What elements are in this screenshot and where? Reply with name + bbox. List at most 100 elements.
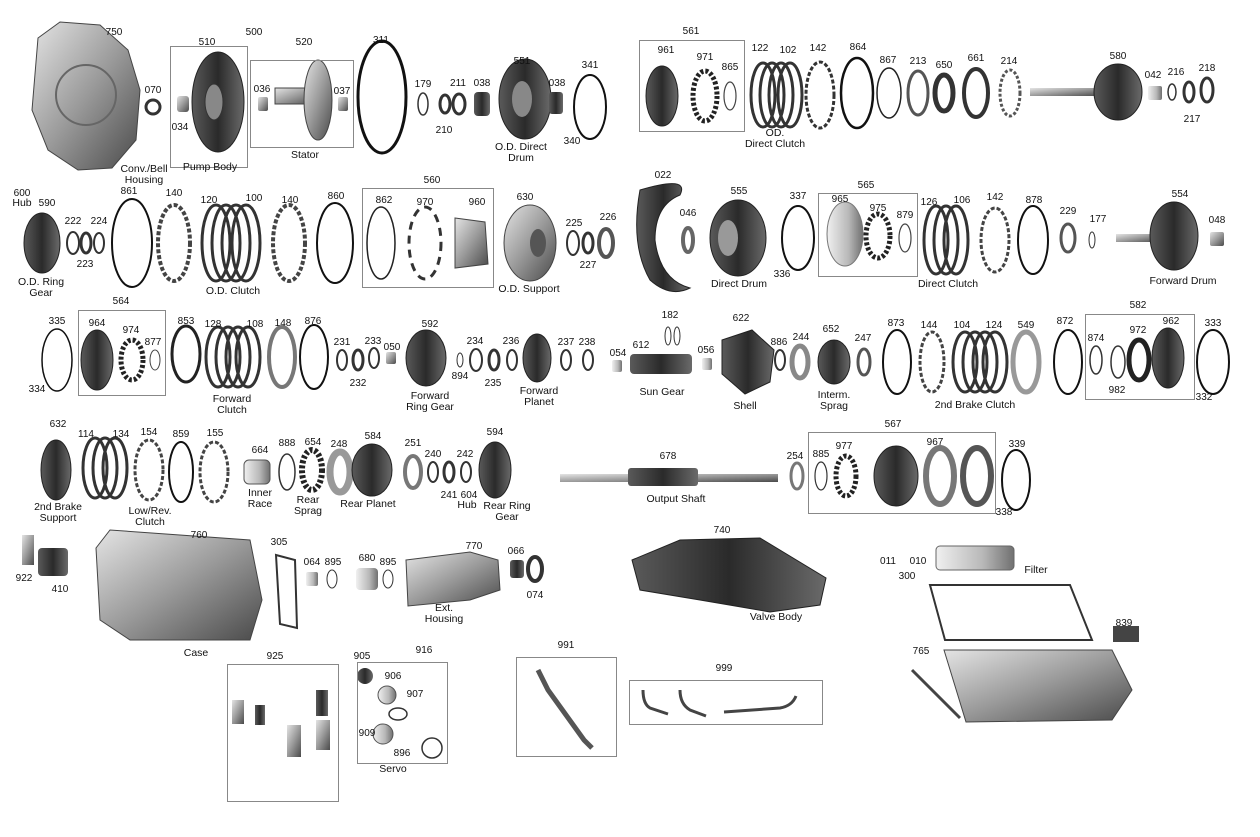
part-967 [923,445,957,507]
num-680: 680 [358,553,376,564]
num-340: 340 [563,136,581,147]
num-177: 177 [1089,214,1107,225]
part-048 [1210,232,1224,246]
forward-planet-part [522,333,552,383]
num-140a: 140 [165,188,183,199]
part-244 [789,343,811,381]
num-974: 974 [122,325,140,336]
direct-clutch-pack [922,204,970,276]
part-971 [690,68,720,124]
num-142a: 142 [809,43,827,54]
num-971: 971 [696,52,714,63]
num-222: 222 [64,216,82,227]
box-565 [818,193,918,277]
num-100: 100 [245,193,263,204]
num-654: 654 [304,437,322,448]
num-632: 632 [49,419,67,430]
group-label-561: 561 [682,26,700,37]
num-886: 886 [770,337,788,348]
num-247: 247 [854,333,872,344]
box-582 [1085,314,1195,400]
box-991 [516,657,617,757]
num-652: 652 [822,324,840,335]
part-231 [336,349,348,371]
num-238: 238 [578,337,596,348]
part-050 [386,352,396,364]
num-140b: 140 [281,195,299,206]
num-054: 054 [609,348,627,359]
num-034: 034 [171,122,189,133]
num-962: 962 [1162,316,1180,327]
num-612: 612 [632,340,650,351]
num-975: 975 [869,203,887,214]
part-894 [456,352,464,368]
num-864: 864 [849,42,867,53]
pump-body-part [191,51,245,153]
num-022: 022 [654,170,672,181]
bell-housing-part [31,21,141,171]
num-155: 155 [206,428,224,439]
num-964: 964 [88,318,106,329]
part-982 [1110,345,1126,379]
num-224: 224 [90,216,108,227]
num-604: 604 [460,490,478,501]
part-580 [1030,63,1143,121]
caption-low-rev-clutch: Low/Rev. Clutch [128,505,172,528]
caption-od-clutch: O.D. Clutch [205,285,261,297]
part-872 [1053,329,1083,395]
caption-forward-ring-gear: Forward Ring Gear [406,390,454,413]
num-225: 225 [565,218,583,229]
num-853: 853 [177,316,195,327]
part-333 [1196,329,1230,395]
num-214: 214 [1000,56,1018,67]
part-037 [338,97,348,111]
part-865 [723,81,737,111]
caption-ext-housing: Ext. Housing [424,602,464,625]
num-216: 216 [1167,67,1185,78]
num-678: 678 [659,451,677,462]
num-961: 961 [657,45,675,56]
num-664: 664 [251,445,269,456]
num-580: 580 [1109,51,1127,62]
num-865: 865 [721,62,739,73]
num-859: 859 [172,429,190,440]
second-brake-clutch-pack [951,330,1009,394]
num-182: 182 [661,310,679,321]
group-label-564: 564 [112,296,130,307]
caption-inner-race: Inner Race [247,487,273,510]
num-231: 231 [333,337,351,348]
part-140b [271,203,307,283]
part-251 [403,454,423,490]
part-567-piston [873,445,919,507]
num-760: 760 [190,530,208,541]
num-341: 341 [581,60,599,71]
part-142a [804,60,836,130]
part-254 [789,461,805,491]
group-label-565: 565 [857,180,875,191]
part-878 [1017,205,1049,275]
part-066 [510,560,524,578]
num-070: 070 [144,85,162,96]
part-859 [168,441,194,503]
num-549: 549 [1017,320,1035,331]
part-661 [962,67,990,119]
case-part [95,529,263,641]
num-108: 108 [246,319,264,330]
num-885: 885 [812,449,830,460]
caption-interm-sprag: Interm. Sprag [817,389,851,412]
num-888: 888 [278,438,296,449]
num-233: 233 [364,336,382,347]
part-214 [998,68,1022,118]
num-922: 922 [15,573,33,584]
part-877 [149,349,161,371]
filter-part [935,545,1015,571]
part-238 [582,349,594,371]
num-909: 909 [358,728,376,739]
part-211 [451,92,467,116]
ext-housing-part [405,551,501,607]
caption-od-support: O.D. Support [498,283,560,295]
num-740: 740 [713,525,731,536]
od-ring-gear-part [23,212,61,274]
part-961 [645,65,679,127]
part-895a [326,569,338,589]
